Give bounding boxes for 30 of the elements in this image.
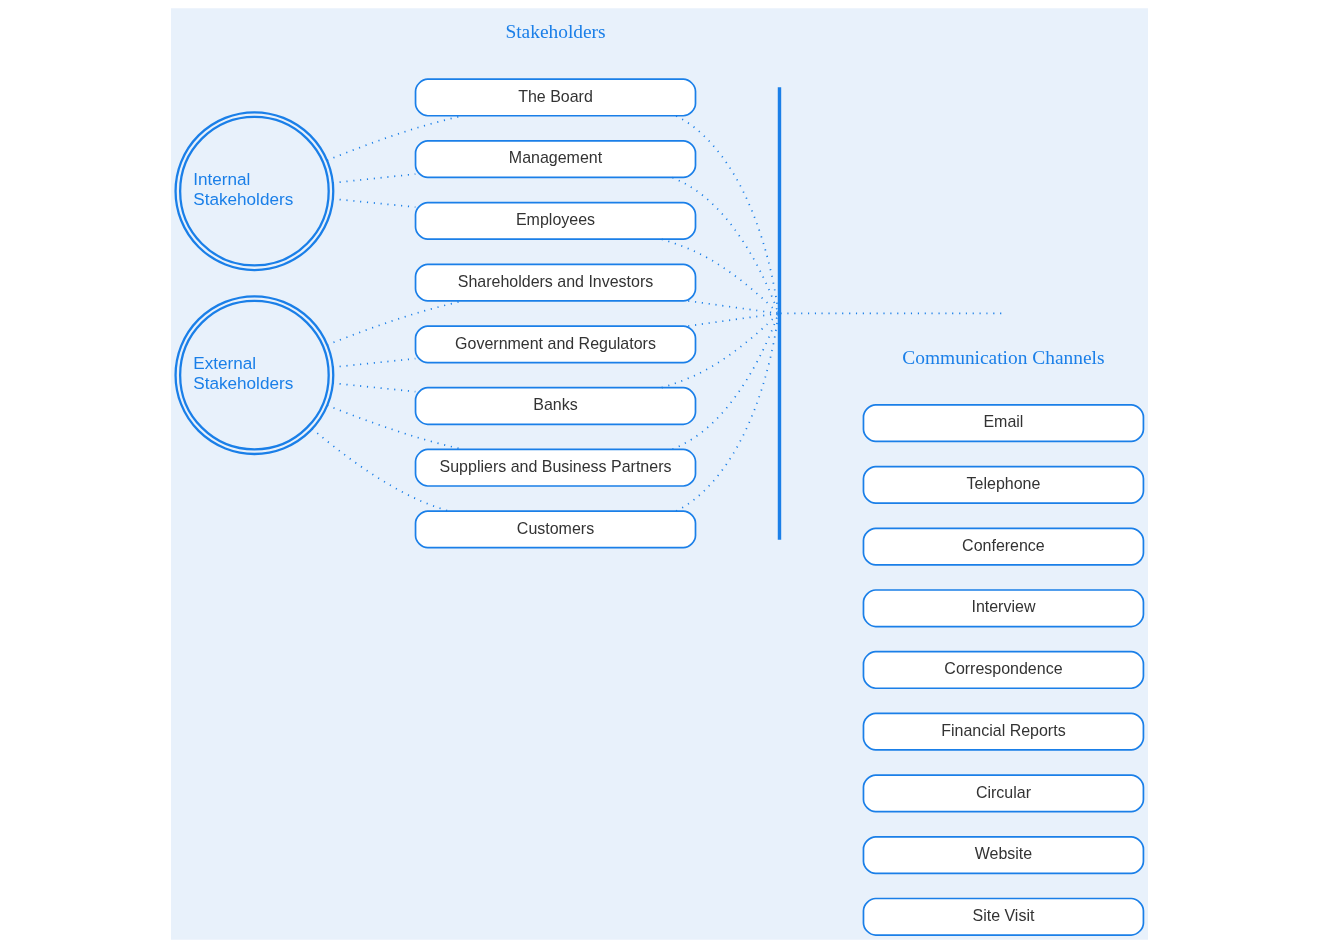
connector (687, 300, 779, 315)
node-box: Conference (862, 527, 1145, 566)
connector (671, 314, 779, 451)
connector (660, 238, 779, 314)
node-box: Interview (862, 589, 1145, 628)
node-box: Site Visit (862, 897, 1145, 936)
node-box: Financial Reports (862, 712, 1145, 751)
connector (660, 313, 779, 389)
node-box: Management (414, 140, 697, 179)
node-box: Banks (414, 386, 697, 426)
node-box: Website (862, 835, 1145, 875)
node-box: Email (862, 404, 1145, 443)
node-circle: Internal Stakeholders (174, 111, 335, 272)
node-bar (777, 87, 782, 540)
node-box: Shareholders and Investors (414, 263, 697, 302)
connector (671, 176, 779, 313)
node-box: Circular (862, 774, 1145, 813)
connector (311, 427, 450, 512)
node-box: Employees (414, 201, 697, 241)
node-circle: External Stakeholders (174, 295, 335, 456)
label: Communication Channels (902, 346, 1105, 368)
connector (779, 312, 1004, 315)
connector (687, 312, 779, 327)
node-box: Suppliers and Business Partners (414, 448, 697, 487)
node-box: Customers (414, 510, 697, 549)
node-box: Government and Regulators (414, 325, 697, 364)
node-box: Telephone (862, 465, 1145, 504)
node-box: Correspondence (862, 650, 1145, 690)
node-box: The Board (414, 78, 697, 117)
label: Stakeholders (505, 21, 606, 43)
